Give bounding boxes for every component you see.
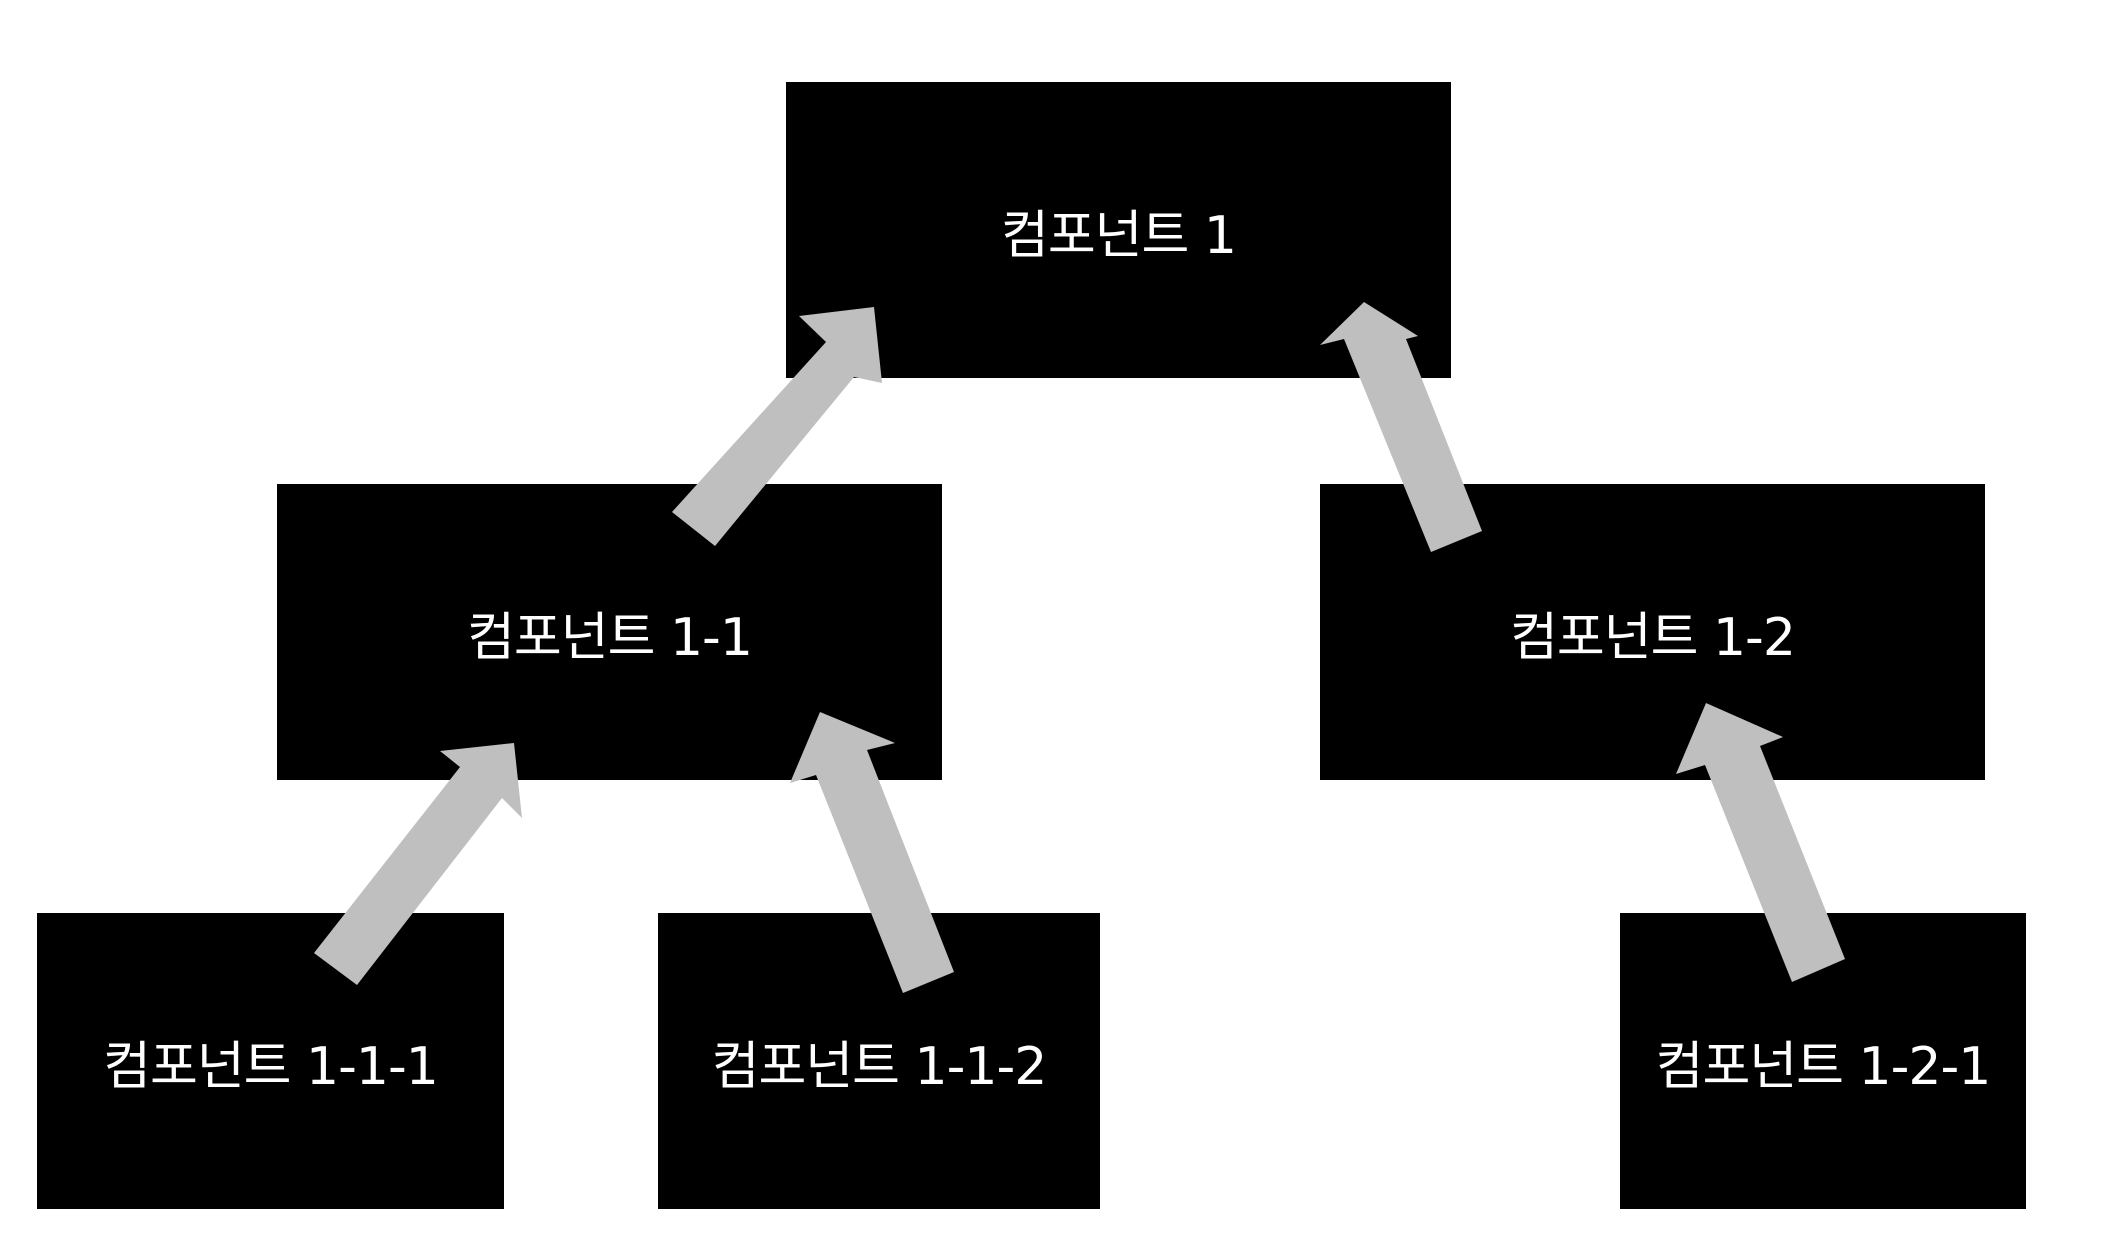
node-label: 컴포넌트 1-1-1 [103,1036,439,1097]
node-component-1-1-1[interactable]: 컴포넌트 1-1-1 [37,913,504,1209]
node-label: 컴포넌트 1-2-1 [1655,1036,1992,1097]
node-label: 컴포넌트 1 [1001,205,1237,266]
edge-arrow-1-2-to-1 [1320,302,1482,552]
node-label: 컴포넌트 1-1 [467,607,753,668]
node-label: 컴포넌트 1-1-2 [711,1036,1048,1097]
edge-arrow-1-2-1-to-1-2 [1676,703,1845,982]
node-component-1[interactable]: 컴포넌트 1 [786,82,1451,378]
node-component-1-1-2[interactable]: 컴포넌트 1-1-2 [658,913,1100,1209]
node-label: 컴포넌트 1-2 [1510,607,1796,668]
edge-arrow-1-1-2-to-1-1 [790,712,954,993]
node-component-1-2[interactable]: 컴포넌트 1-2 [1320,484,1985,780]
edge-arrow-1-1-1-to-1-1 [314,743,522,985]
edge-arrow-1-1-to-1 [672,307,882,546]
